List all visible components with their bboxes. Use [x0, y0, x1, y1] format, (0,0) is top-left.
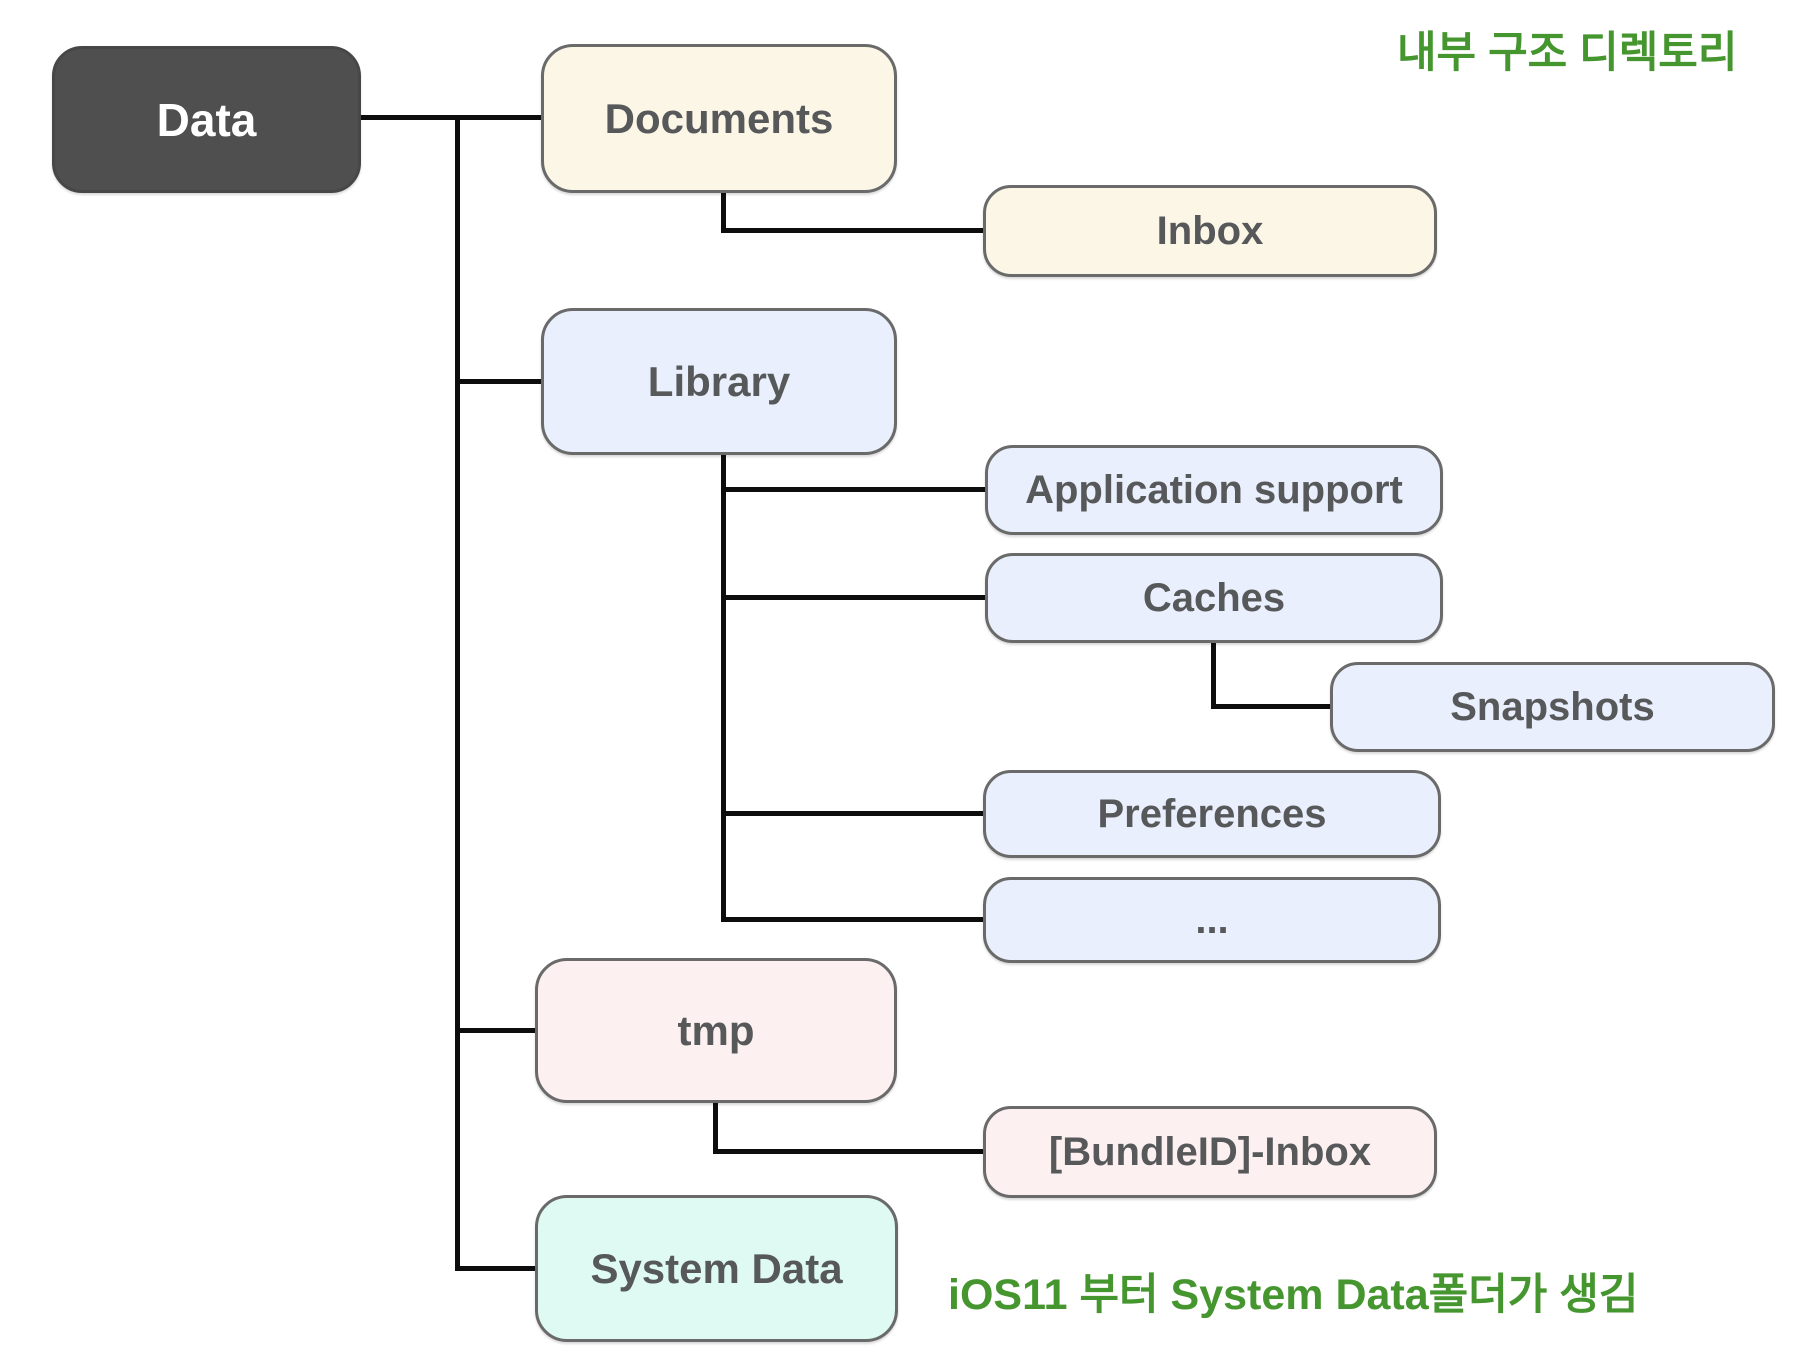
node-documents: Documents	[541, 44, 897, 193]
node-inbox: Inbox	[983, 185, 1437, 277]
node-library-label: Library	[647, 357, 791, 405]
connector-library-branch	[455, 379, 541, 384]
node-bundleid-inbox: [BundleID]-Inbox	[983, 1106, 1437, 1198]
node-system-data: System Data	[535, 1195, 898, 1342]
bottom-note: iOS11 부터 System Data폴더가 생김	[948, 1271, 1639, 1319]
connector-preferences-branch	[721, 811, 983, 816]
connector-caches-branch	[721, 595, 985, 600]
connector-tmp-child-v	[713, 1103, 718, 1154]
connector-documents-child-v	[721, 193, 726, 233]
node-application-support: Application support	[985, 445, 1443, 535]
node-inbox-label: Inbox	[1156, 208, 1264, 253]
node-more-label: ...	[1195, 897, 1229, 942]
node-application-support-label: Application support	[1025, 467, 1403, 512]
connector-library-child-v	[721, 455, 726, 922]
node-library: Library	[541, 308, 897, 455]
node-more: ...	[983, 877, 1441, 963]
connector-root-trunk	[455, 115, 460, 1271]
node-snapshots: Snapshots	[1330, 662, 1775, 752]
connector-more-branch	[721, 917, 983, 922]
node-documents-label: Documents	[604, 94, 834, 142]
connector-data-row	[361, 115, 541, 120]
connector-tmp-branch	[455, 1028, 535, 1033]
node-data: Data	[52, 46, 361, 193]
node-preferences-label: Preferences	[1097, 791, 1327, 836]
top-note: 내부 구조 디렉토리	[1397, 29, 1738, 77]
node-data-label: Data	[156, 93, 257, 146]
connector-appsupport-branch	[721, 487, 985, 492]
connector-inbox-branch	[721, 228, 983, 233]
node-system-data-label: System Data	[590, 1244, 843, 1292]
node-tmp: tmp	[535, 958, 897, 1103]
node-tmp-label: tmp	[677, 1006, 755, 1054]
node-snapshots-label: Snapshots	[1450, 684, 1655, 729]
node-bundleid-inbox-label: [BundleID]-Inbox	[1048, 1129, 1372, 1174]
connector-caches-child-v	[1211, 643, 1216, 709]
node-caches-label: Caches	[1142, 575, 1286, 620]
connector-snapshots-branch	[1211, 704, 1330, 709]
node-caches: Caches	[985, 553, 1443, 643]
connector-systemdata-branch	[455, 1266, 535, 1271]
connector-bundleinbox-branch	[713, 1149, 983, 1154]
node-preferences: Preferences	[983, 770, 1441, 858]
